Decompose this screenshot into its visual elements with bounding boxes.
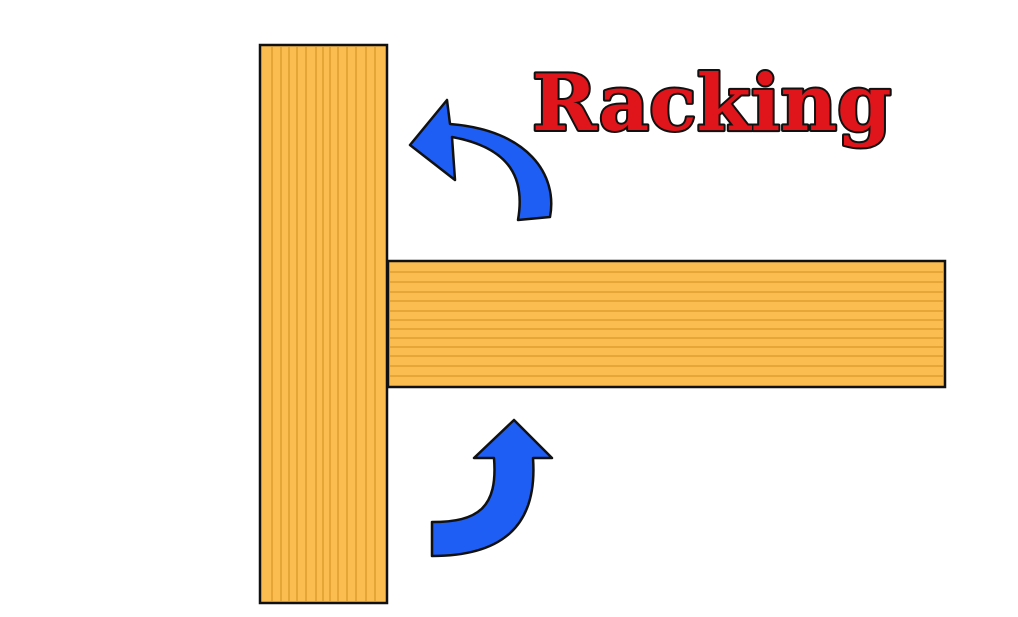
curved-arrow-up-right-icon [430, 418, 554, 558]
beam-outline [386, 259, 947, 389]
curved-arrow-up-left-icon [408, 98, 553, 222]
beam-body [388, 261, 945, 387]
horizontal-beam [386, 259, 947, 389]
beam-grain [390, 271, 943, 377]
diagram-title: Racking [532, 58, 892, 149]
post-grain [271, 47, 376, 601]
vertical-post [258, 43, 389, 605]
